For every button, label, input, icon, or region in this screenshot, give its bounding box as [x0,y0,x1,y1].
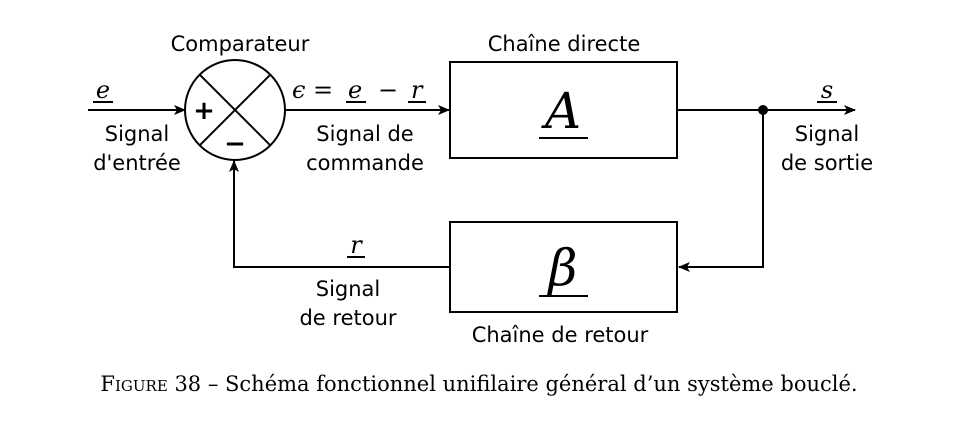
feedback-signal-symbol: r [350,231,363,259]
figure-caption-text: Schéma fonctionnel unifilaire général d’… [225,372,858,396]
output-label-line-1: Signal [795,122,860,146]
command-r: r [411,76,424,104]
comparator-title: Comparateur [171,32,310,56]
input-label-line-1: Signal [105,122,170,146]
feedback-chain-title: Chaîne de retour [472,323,649,347]
input-symbol: e [96,76,110,104]
command-label-line-1: Signal de [316,122,413,146]
command-minus: − [378,76,398,104]
minus-sign: − [224,129,246,159]
direct-chain-symbol: A [541,82,581,140]
command-label-line-2: commande [306,151,424,175]
direct-chain-title: Chaîne directe [488,32,641,56]
feedback-arrow-out [229,160,450,268]
feedback-chain-symbol: β [547,239,578,297]
plus-sign: + [193,96,215,126]
block-diagram: Comparateur + − e Signal d'entrée ϵ = e … [88,32,873,347]
figure-caption-label: Figure 38 [100,372,202,396]
input-label-line-2: d'entrée [93,151,181,175]
output-symbol: s [821,76,833,104]
command-equals: = [313,76,333,104]
feedback-label-line-1: Signal [316,277,381,301]
figure-caption-separator: – [201,372,226,396]
feedback-arrow-in [678,110,764,272]
command-e: e [348,76,362,104]
figure-caption: Figure 38 – Schéma fonctionnel unifilair… [0,372,958,396]
command-epsilon: ϵ [292,76,305,104]
output-label-line-2: de sortie [781,151,873,175]
feedback-label-line-2: de retour [299,306,396,330]
command-equation: ϵ = e − r [292,76,426,104]
